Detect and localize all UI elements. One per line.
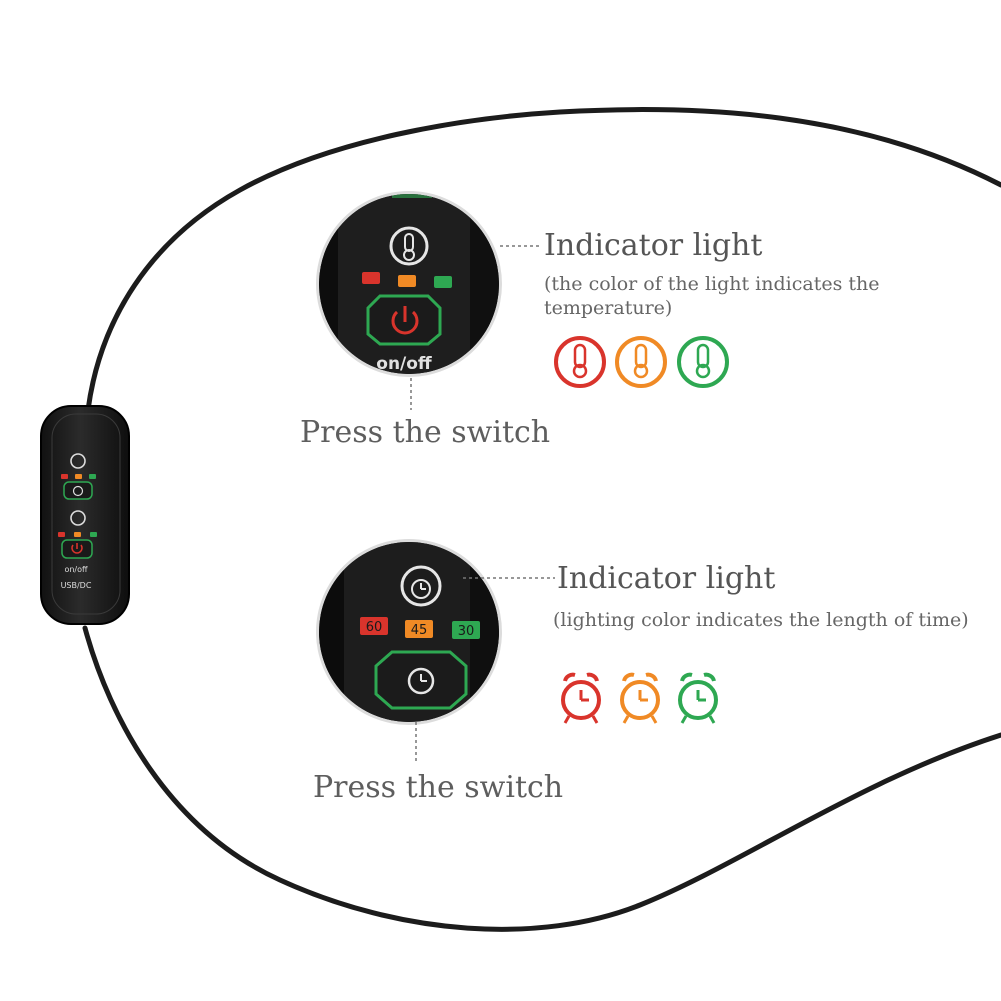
thermometer-icon-green (677, 336, 729, 388)
thermometer-icon-red (554, 336, 606, 388)
svg-text:45: 45 (411, 623, 428, 638)
power-icon (71, 544, 83, 554)
thermometer-icon-orange (615, 336, 667, 388)
indicator-light-green (90, 532, 97, 537)
alarm-clock-icon-orange (620, 672, 660, 724)
svg-text:60: 60 (366, 620, 383, 635)
temperature-indicator-note-line1: (the color of the light indicates the (544, 273, 880, 295)
thermometer-icon (70, 510, 86, 526)
temperature-indicator-title: Indicator light (544, 228, 763, 263)
timer-badge-60: 60 (360, 617, 388, 635)
timer-badge-45: 45 (405, 620, 433, 638)
thermometer-icon (389, 226, 429, 266)
alarm-clock-icon (407, 667, 435, 695)
temperature-press-switch-label: Press the switch (300, 415, 551, 450)
controller-port-label: USB/DC (61, 581, 92, 590)
temperature-indicator-note-line2: temperature) (544, 297, 673, 319)
on-off-label: on/off (376, 354, 432, 374)
svg-text:30: 30 (458, 624, 475, 639)
timer-button[interactable] (63, 481, 93, 500)
temperature-light-red (362, 272, 380, 284)
timer-zoom-lens: 60 45 30 (316, 539, 502, 725)
inline-controller: on/off USB/DC (40, 405, 130, 625)
indicator-light-orange (75, 474, 82, 479)
alarm-clock-icon-green (678, 672, 718, 724)
power-button[interactable] (366, 294, 442, 346)
cable (85, 107, 1001, 413)
timer-indicator-note: (lighting color indicates the length of … (553, 609, 969, 631)
timer-indicator-title: Indicator light (557, 561, 776, 596)
alarm-clock-icon (70, 453, 86, 469)
power-icon (391, 310, 419, 335)
indicator-light-red (61, 474, 68, 479)
indicator-light-orange (74, 532, 81, 537)
alarm-clock-icon-red (561, 672, 601, 724)
controller-on-off-label: on/off (64, 565, 88, 574)
cable (82, 625, 1001, 932)
temperature-light-green (434, 276, 452, 288)
timer-press-switch-label: Press the switch (313, 770, 564, 805)
temperature-zoom-lens: on/off (316, 191, 502, 377)
timer-button[interactable] (374, 650, 468, 710)
temperature-light-orange (398, 275, 416, 287)
timer-badge-30: 30 (452, 621, 480, 639)
alarm-clock-icon (400, 565, 442, 607)
alarm-clock-icon (72, 485, 84, 497)
indicator-light-green (89, 474, 96, 479)
indicator-light-red (58, 532, 65, 537)
